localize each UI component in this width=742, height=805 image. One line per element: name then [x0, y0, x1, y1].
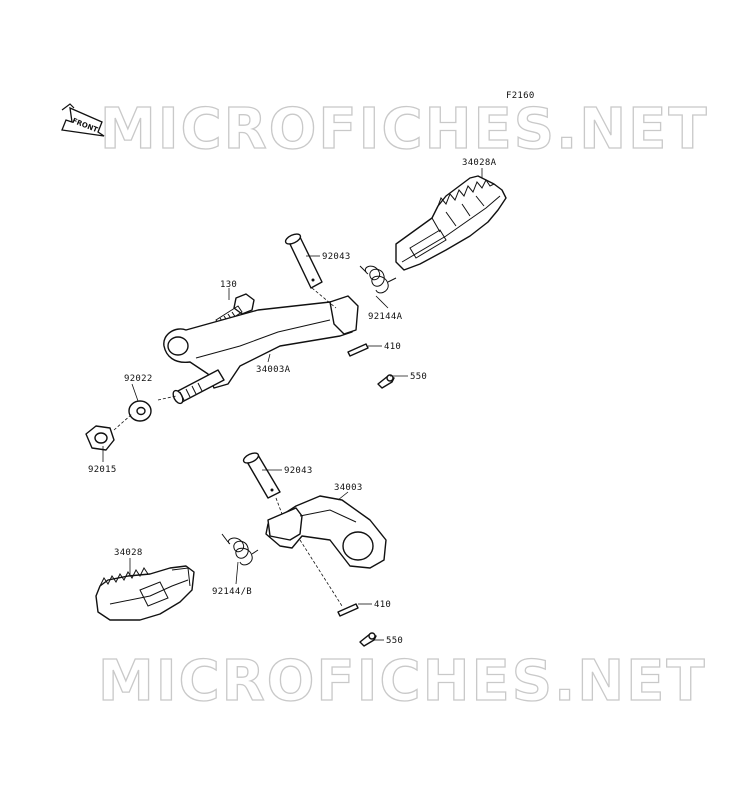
pedal-arm-34003 [265, 495, 387, 569]
spring-92144B [221, 533, 259, 566]
label-34028A: 34028A [462, 158, 497, 168]
clip-550-bottom [359, 632, 377, 647]
nut-92015 [85, 425, 115, 451]
label-92022: 92022 [124, 374, 153, 384]
label-34003A: 34003A [256, 365, 291, 375]
front-arrow-icon: FRONT [61, 103, 105, 137]
label-550-bottom: 550 [386, 636, 403, 646]
watermark-top: MICROFICHES.NET [100, 97, 709, 162]
pivot-shaft [172, 369, 225, 405]
label-410-bottom: 410 [374, 600, 391, 610]
label-34003: 34003 [334, 483, 363, 493]
cotter-pin-410-bottom [337, 603, 359, 617]
label-92015: 92015 [88, 465, 117, 475]
footpeg-34028A [395, 175, 507, 271]
figure-code: F2160 [506, 91, 535, 101]
label-410-top: 410 [384, 342, 401, 352]
label-550-top: 550 [410, 372, 427, 382]
pin-92043-bottom [242, 452, 281, 499]
label-92043-top: 92043 [322, 252, 351, 262]
label-92144B: 92144/B [212, 587, 252, 597]
spring-92144A [359, 265, 397, 294]
watermark-bottom: MICROFICHES.NET [98, 649, 707, 714]
footpeg-34028 [95, 565, 195, 621]
label-130: 130 [220, 280, 237, 290]
brake-pedal-arm-34003A [163, 295, 359, 389]
label-92043-bottom: 92043 [284, 466, 313, 476]
label-92144A: 92144A [368, 312, 403, 322]
pin-92043-top [284, 233, 323, 289]
label-34028: 34028 [114, 548, 143, 558]
cotter-pin-410-top [347, 343, 369, 357]
washer-92022 [128, 400, 152, 422]
leader-lines [102, 168, 483, 641]
clip-550-top [377, 374, 395, 389]
